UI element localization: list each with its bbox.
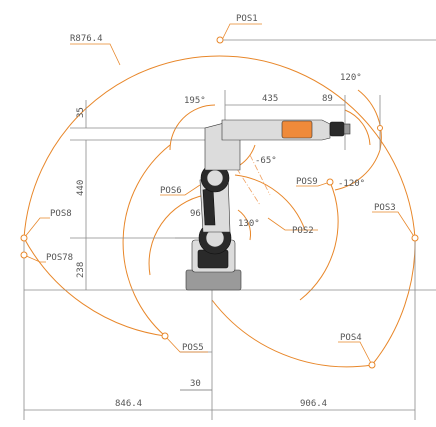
outer-reach-arc-lower: [371, 237, 416, 366]
leader-radius: [70, 43, 121, 66]
arc-195: [169, 104, 216, 151]
leader-pos1: [221, 23, 262, 41]
label-radius: R876.4: [70, 34, 103, 44]
robot-elbow-cap: [206, 169, 224, 187]
leader-lines: [23, 23, 416, 366]
left-lower-arc: [23, 237, 166, 337]
robot-flange: [343, 123, 351, 135]
label-dim-238: 238: [76, 262, 86, 278]
label-dim-440: 440: [76, 180, 86, 196]
arc-130: [237, 209, 251, 241]
label-pos8: POS8: [50, 209, 72, 219]
dimension-lines: [24, 100, 415, 411]
wrist-arc-lower: [334, 149, 381, 191]
label-angle-65-neg: -65°: [255, 156, 277, 166]
label-pos9: POS9: [296, 177, 318, 187]
robot-arm: [185, 119, 351, 291]
position-markers: [20, 36, 419, 369]
inner-arc-pos9: [299, 181, 339, 301]
pos5-marker: [161, 332, 169, 340]
label-pos5: POS5: [182, 343, 204, 353]
label-dim-906-4: 906.4: [300, 399, 327, 409]
leader-pos6: [160, 184, 201, 196]
bottom-arc-pos4: [211, 299, 373, 368]
label-pos4: POS4: [340, 333, 362, 343]
robot-forearm-stripe: [281, 120, 313, 139]
arc-120-indicator: [344, 109, 371, 146]
wrist-arc-upper: [357, 89, 382, 151]
workspace-arcs: [23, 55, 416, 368]
robot-lower-arm-shadow: [202, 187, 216, 226]
label-dim-35: 35: [76, 107, 86, 118]
leader-pos78: [23, 254, 46, 263]
label-dim-96: 96: [190, 209, 201, 219]
arc-65: [239, 144, 256, 166]
dashed-wrist-axis: [249, 154, 271, 196]
pos4-marker: [368, 361, 376, 369]
leader-pos5: [164, 335, 208, 353]
label-angle-195: 195°: [184, 96, 206, 106]
label-pos6: POS6: [160, 186, 182, 196]
leader-pos4: [338, 341, 373, 366]
label-pos78: POS78: [46, 253, 73, 263]
robot-forearm: [221, 119, 331, 141]
robot-wrist: [329, 121, 345, 137]
diagram-labels: POS1 R876.4 120° 195° 435 89 -65° -120° …: [46, 14, 396, 409]
label-angle-120-neg: -120°: [338, 179, 365, 189]
pos78-marker: [20, 251, 28, 259]
label-pos3: POS3: [374, 203, 396, 213]
inner-arc-pos2: [234, 174, 306, 231]
tool-center-marker: [377, 125, 383, 131]
pos8-marker: [20, 234, 28, 242]
pos9-marker: [326, 178, 334, 186]
pos3-marker: [411, 234, 419, 242]
label-dim-89: 89: [322, 94, 333, 104]
leader-pos3: [372, 211, 416, 239]
label-dim-30: 30: [190, 379, 201, 389]
base-arc-left: [148, 194, 206, 276]
inner-arc-pos5: [122, 144, 171, 337]
leader-pos2: [267, 217, 318, 231]
label-dim-435: 435: [262, 94, 278, 104]
label-angle-130: 130°: [238, 219, 260, 229]
robot-base-plate: [185, 269, 242, 291]
leader-pos8: [23, 217, 50, 239]
outer-reach-arc: [23, 55, 416, 239]
label-dim-846-4: 846.4: [115, 399, 142, 409]
leader-pos9: [296, 181, 331, 187]
label-pos1: POS1: [236, 14, 258, 24]
label-angle-120-pos: 120°: [340, 73, 362, 83]
label-pos2: POS2: [292, 226, 314, 236]
pos1-marker: [216, 36, 224, 44]
